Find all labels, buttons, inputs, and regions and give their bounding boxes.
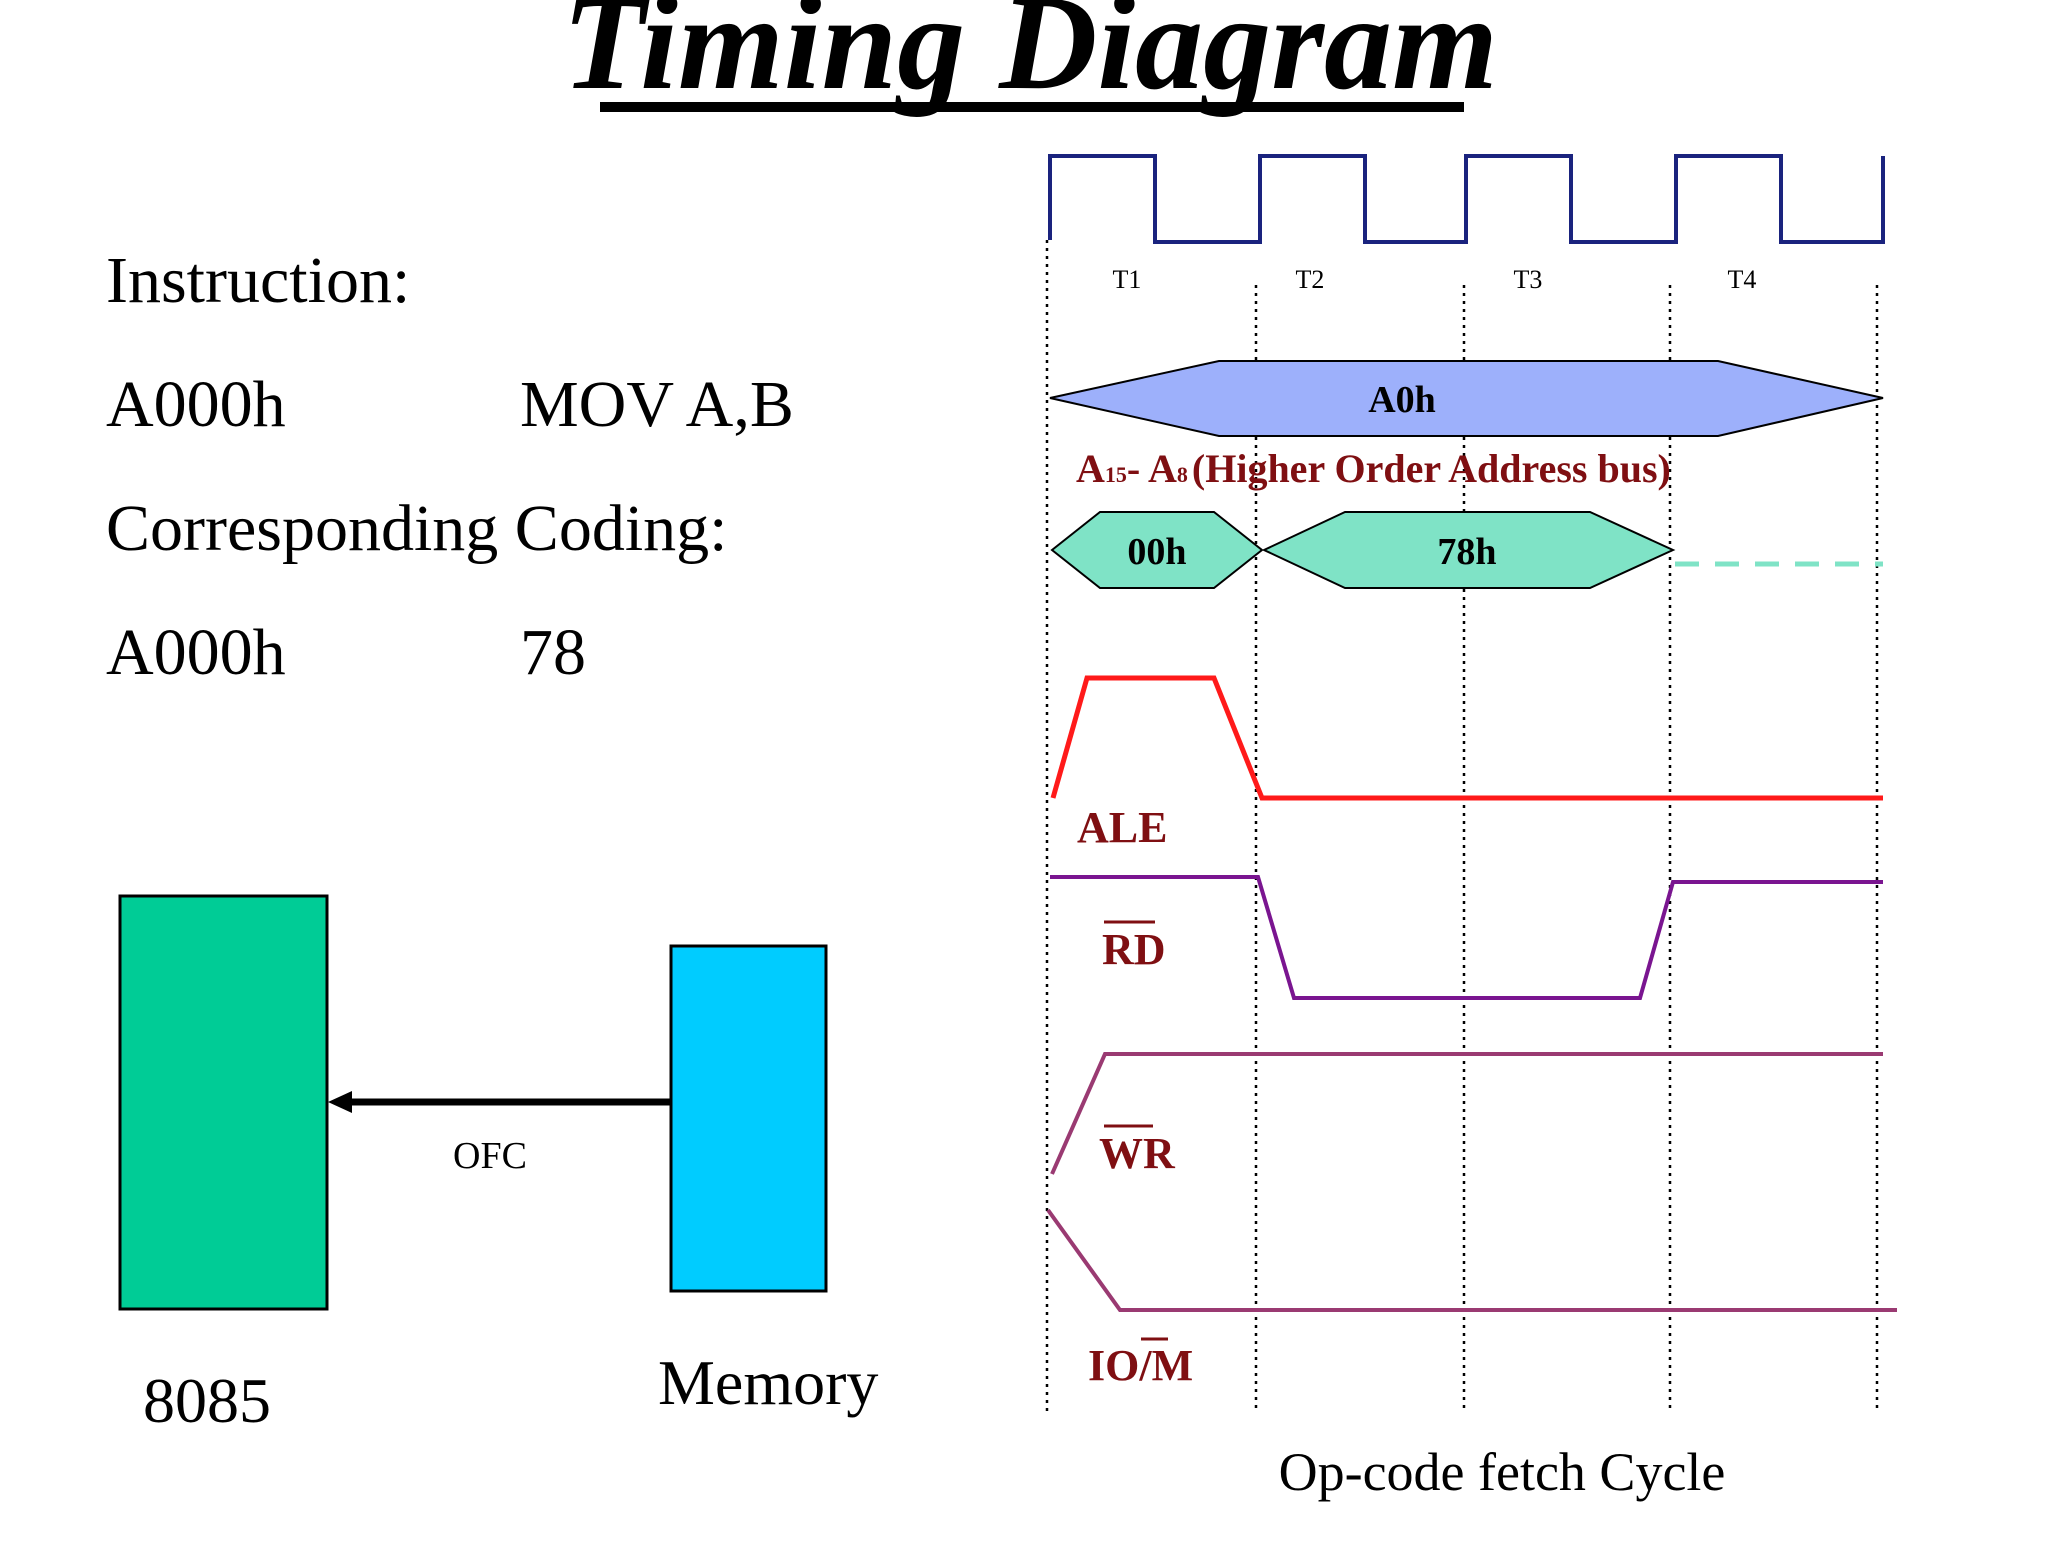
cpu-label: 8085 — [143, 1365, 271, 1436]
io-m-waveform — [1046, 1208, 1897, 1312]
io-m-label: IO/M — [1088, 1341, 1193, 1390]
state-label-t1: T1 — [1113, 265, 1142, 294]
instruction-address: A000h — [106, 368, 286, 441]
low-bus-value-78h: 78h — [1437, 531, 1496, 573]
title-underline — [600, 102, 1464, 112]
state-label-t2: T2 — [1296, 265, 1325, 294]
ale-label: ALE — [1077, 803, 1167, 852]
coding-value: 78 — [520, 616, 586, 689]
clock-waveform — [1048, 154, 1885, 244]
wr-label: WR — [1099, 1129, 1176, 1178]
ale-waveform — [1050, 675, 1883, 801]
rd-waveform — [1050, 875, 1883, 1000]
wr-waveform — [1050, 1052, 1883, 1175]
low-bus-value-00h: 00h — [1127, 531, 1186, 573]
rd-label: RD — [1102, 925, 1166, 974]
ofc-arrow-head-icon — [328, 1091, 352, 1113]
coding-address: A000h — [106, 616, 286, 689]
state-label-t4: T4 — [1728, 265, 1757, 294]
instruction-mnemonic: MOV A,B — [520, 368, 794, 441]
page-title: Timing Diagram — [562, 0, 1498, 118]
instruction-heading: Instruction: — [106, 244, 410, 317]
memory-label: Memory — [658, 1347, 878, 1418]
memory-block — [669, 944, 828, 1293]
timing-caption: Op-code fetch Cycle — [1279, 1442, 1726, 1502]
low-bus-data-segment — [1261, 511, 1676, 589]
cpu-block — [118, 894, 329, 1311]
high-address-value: A0h — [1368, 379, 1436, 421]
high-address-bus — [1049, 360, 1884, 437]
ofc-label: OFC — [453, 1135, 527, 1177]
state-label-t3: T3 — [1514, 265, 1543, 294]
coding-heading: Corresponding Coding: — [106, 492, 728, 565]
high-address-bus-label: A15- A8(Higher Order Address bus) — [1076, 446, 1671, 491]
state-boundaries — [1045, 240, 1879, 1412]
